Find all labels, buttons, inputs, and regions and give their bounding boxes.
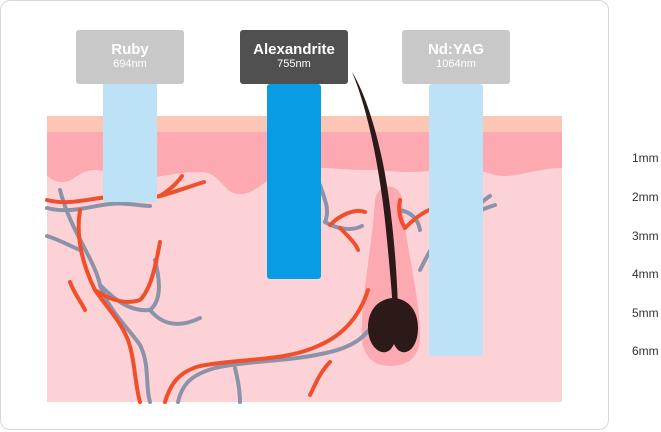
laser-name: Nd:YAG (427, 41, 485, 58)
alexandrite-laser-beam (267, 84, 321, 279)
laser-wavelength: 1064nm (436, 58, 476, 70)
depth-label-1mm: 1mm (632, 151, 659, 165)
laser-wavelength: 755nm (277, 58, 311, 70)
ndyag-laser-label: Nd:YAG 1064nm (402, 30, 510, 84)
ruby-laser-label: Ruby 694nm (76, 30, 184, 84)
depth-label-3mm: 3mm (632, 229, 659, 243)
ruby-laser-beam (103, 84, 157, 202)
depth-label-4mm: 4mm (632, 267, 659, 281)
depth-label-5mm: 5mm (632, 306, 659, 320)
ndyag-laser-beam (429, 84, 483, 356)
depth-label-6mm: 6mm (632, 344, 659, 358)
depth-label-2mm: 2mm (632, 190, 659, 204)
hair-bulb (368, 298, 418, 353)
hair-shaft (352, 72, 398, 310)
laser-name: Alexandrite (253, 41, 335, 58)
laser-wavelength: 694nm (113, 58, 147, 70)
alexandrite-laser-label: Alexandrite 755nm (240, 30, 348, 84)
laser-name: Ruby (111, 41, 149, 58)
